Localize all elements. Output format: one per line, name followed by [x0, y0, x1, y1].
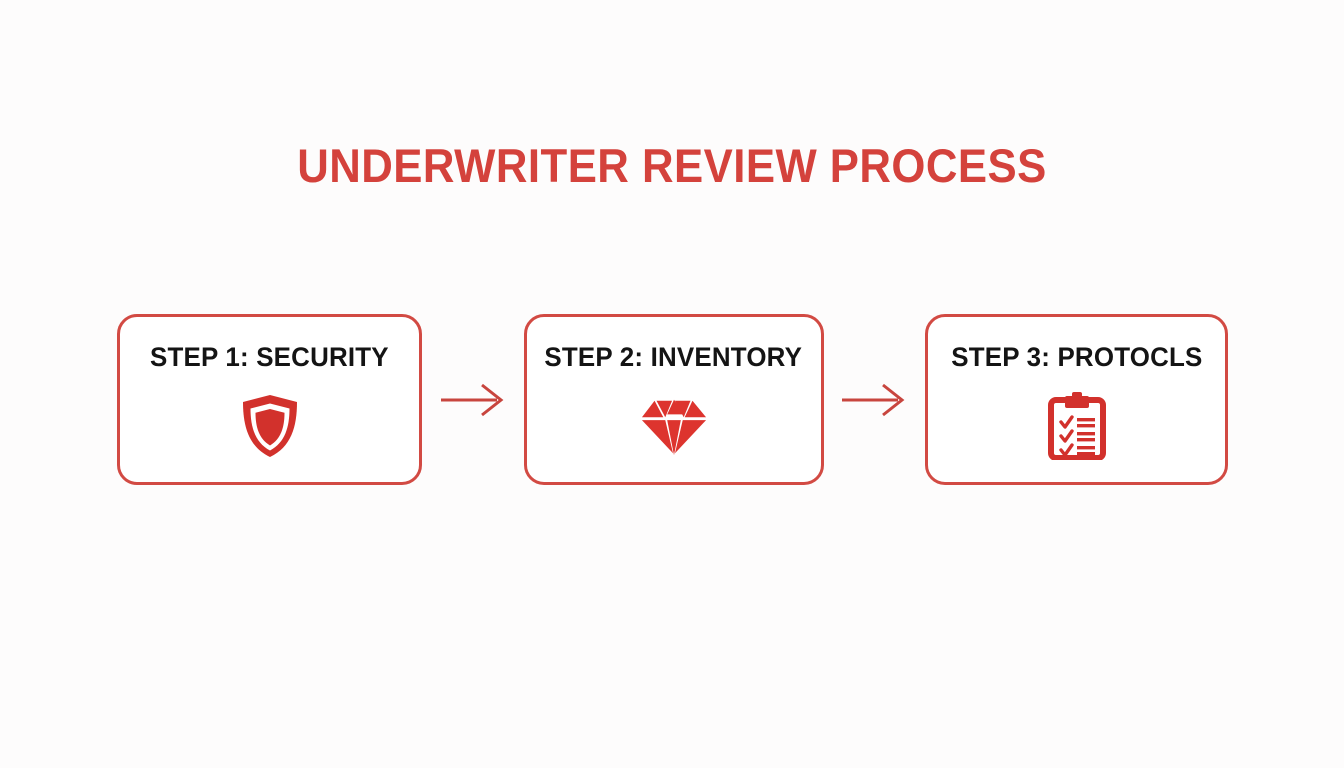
process-flow: STEP 1: SECURITY STEP 2: INVENTORY — [117, 314, 1228, 485]
step-card-2[interactable]: STEP 2: INVENTORY — [523, 314, 824, 485]
clipboard-checklist-icon — [1043, 392, 1111, 460]
page-title: UNDERWRITER REVIEW PROCESS — [297, 139, 1047, 192]
arrow-right-icon-2 — [838, 380, 910, 420]
step-card-3-label: STEP 3: PROTOCLS — [950, 342, 1203, 372]
step-card-1[interactable]: STEP 1: SECURITY — [117, 314, 422, 485]
step-card-2-label: STEP 2: INVENTORY — [544, 342, 803, 372]
arrow-right-icon-1 — [437, 380, 509, 420]
step-card-3[interactable]: STEP 3: PROTOCLS — [925, 314, 1228, 485]
gem-icon — [640, 392, 708, 460]
step-card-1-label: STEP 1: SECURITY — [150, 342, 389, 372]
shield-icon — [236, 392, 304, 460]
